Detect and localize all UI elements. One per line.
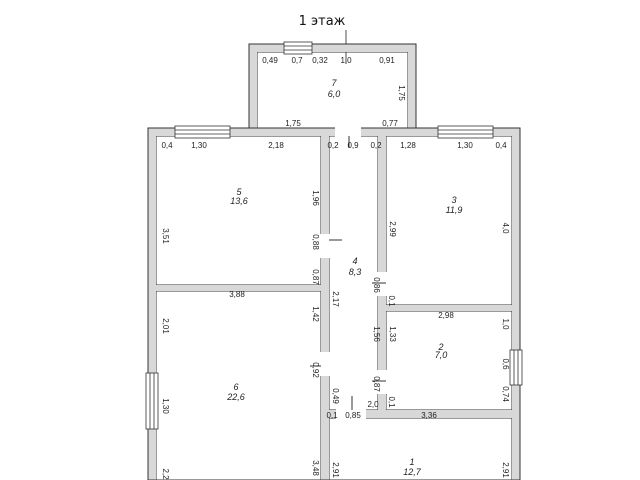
dim-label: 2,91: [501, 462, 510, 478]
room-1-number: 1: [409, 457, 414, 467]
dim-label: 1,30: [161, 398, 170, 414]
dim-label: 0,92: [311, 362, 320, 378]
dim-label: 1,30: [191, 141, 207, 150]
room-6-number: 6: [233, 382, 238, 392]
window-left: [145, 372, 159, 430]
room-4-area: 8,3: [349, 267, 362, 277]
dim-label: 1,30: [457, 141, 473, 150]
window-top-right: [437, 125, 494, 139]
room-2-number: 2: [437, 342, 443, 352]
plan-title: 1 этаж: [299, 14, 346, 29]
dim-label: 1,42: [311, 306, 320, 322]
dim-label: 2,91: [331, 462, 340, 478]
dim-label: 0,1: [387, 396, 396, 408]
dim-label: 0,1: [326, 411, 338, 420]
dim-label: 0,87: [372, 376, 381, 392]
dim-label: 1,28: [400, 141, 416, 150]
room-5-area: 13,6: [230, 196, 248, 206]
dim-label: 3,48: [311, 460, 320, 476]
room-4-number: 4: [352, 256, 357, 266]
dim-label: 3,88: [229, 290, 245, 299]
dim-label: 3,51: [161, 228, 170, 244]
dim-label: 4,0: [501, 222, 510, 234]
dim-label: 1,96: [311, 190, 320, 206]
dim-label: 2,01: [161, 318, 170, 334]
dim-label: 0,85: [345, 411, 361, 420]
wall-outlines: [147, 43, 521, 480]
dim-label: 0,32: [312, 56, 328, 65]
window-top-annex: [283, 41, 313, 55]
dim-label: 3,36: [421, 411, 437, 420]
dim-label: 0,49: [262, 56, 278, 65]
dim-label: 1,0: [340, 56, 352, 65]
room-labels: 7 6,0 5 13,6 4 8,3 3 11,9 2 7,0 6 22,6 1…: [226, 78, 462, 477]
dim-label: 2,2: [161, 468, 170, 480]
dim-label: 0,2: [327, 141, 339, 150]
dim-label: 1,56: [372, 326, 381, 342]
room-3-number: 3: [451, 195, 456, 205]
dimension-labels: 0,49 0,7 0,32 1,0 0,91 1,75 1,75 0,77 0,…: [161, 56, 510, 480]
dim-label: 0,77: [382, 119, 398, 128]
dim-label: 0,88: [311, 234, 320, 250]
dim-label: 0,4: [161, 141, 173, 150]
dim-label: 0,87: [311, 269, 320, 285]
room-1-area: 12,7: [403, 467, 422, 477]
windows: [145, 41, 523, 430]
dim-label: 0,6: [501, 358, 510, 370]
dim-label: 0,2: [370, 141, 382, 150]
dim-label: 2,99: [388, 221, 397, 237]
room-6-area: 22,6: [226, 392, 245, 402]
dim-label: 0,1: [387, 295, 396, 307]
room-3-area: 11,9: [446, 205, 463, 215]
dim-label: 1,75: [285, 119, 301, 128]
dim-label: 1,33: [388, 326, 397, 342]
dim-label: 0,91: [379, 56, 395, 65]
dim-label: 0,4: [495, 141, 507, 150]
dim-label: 2,98: [438, 311, 454, 320]
dim-label: 2,18: [268, 141, 284, 150]
window-right: [509, 349, 523, 386]
room-7-area: 6,0: [328, 89, 341, 99]
room-2-area: 7,0: [435, 350, 448, 360]
window-top-left: [174, 125, 231, 139]
room-7-number: 7: [331, 78, 337, 88]
dim-label: 0,74: [501, 386, 510, 402]
room-5-number: 5: [236, 187, 242, 197]
dim-label: 0,86: [372, 277, 381, 293]
dim-label: 1,75: [397, 85, 406, 101]
dim-label: 0,49: [331, 388, 340, 404]
dim-label: 2,17: [331, 291, 340, 307]
dim-label: 0,7: [291, 56, 303, 65]
dim-label: 0,9: [347, 141, 359, 150]
dim-label: 1,0: [501, 318, 510, 330]
doors: [310, 127, 387, 419]
dim-label: 2,0: [367, 400, 379, 409]
